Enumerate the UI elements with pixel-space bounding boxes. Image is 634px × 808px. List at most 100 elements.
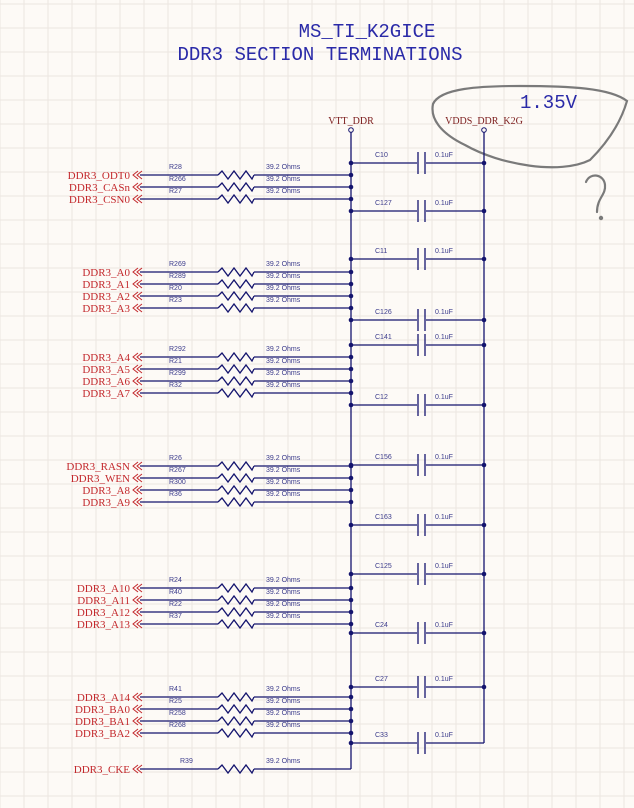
resistor-row[interactable]: DDR3_CSN0 R27 39.2 Ohms: [69, 188, 354, 206]
net-label[interactable]: DDR3_A1: [82, 279, 130, 291]
net-label[interactable]: DDR3_BA1: [75, 716, 130, 728]
port-arrow-icon: [132, 704, 143, 714]
port-arrow-icon: [132, 291, 143, 301]
port-arrow-icon: [132, 497, 143, 507]
junction-dot: [348, 730, 354, 736]
junction-dot: [348, 718, 354, 724]
net-label[interactable]: DDR3_RASN: [66, 461, 130, 473]
junction-dot: [481, 630, 487, 636]
junction-dot: [481, 160, 487, 166]
net-label[interactable]: DDR3_A3: [82, 303, 130, 315]
junction-dot: [481, 208, 487, 214]
junction-dot: [348, 462, 354, 468]
net-label[interactable]: DDR3_A13: [77, 619, 131, 631]
net-label[interactable]: DDR3_A5: [82, 364, 130, 376]
port-arrow-icon: [132, 595, 143, 605]
port-arrow-icon: [132, 619, 143, 629]
port-arrow-icon: [132, 388, 143, 398]
net-label[interactable]: DDR3_A0: [82, 267, 130, 279]
resistor-ref: R27: [169, 188, 182, 195]
net-label[interactable]: DDR3_CSN0: [69, 194, 131, 206]
vdds-power-port-icon[interactable]: [481, 127, 487, 133]
net-label[interactable]: DDR3_A12: [77, 607, 130, 619]
junction-dot: [348, 390, 354, 396]
net-label[interactable]: DDR3_CKE: [74, 764, 131, 776]
capacitor-value: 0.1uF: [435, 248, 453, 255]
resistor-value: 39.2 Ohms: [266, 686, 301, 693]
resistor-value: 39.2 Ohms: [266, 758, 301, 765]
port-arrow-icon: [132, 607, 143, 617]
junction-dot: [348, 522, 354, 528]
resistor-ref: R26: [169, 455, 182, 462]
junction-dot: [348, 160, 354, 166]
capacitor-value: 0.1uF: [435, 334, 453, 341]
junction-dot: [348, 706, 354, 712]
port-arrow-icon: [132, 364, 143, 374]
net-label[interactable]: DDR3_BA0: [75, 704, 131, 716]
net-label[interactable]: DDR3_A14: [77, 692, 131, 704]
net-label[interactable]: DDR3_A2: [82, 291, 130, 303]
net-label[interactable]: DDR3_A9: [82, 497, 130, 509]
net-label[interactable]: DDR3_A6: [82, 376, 130, 388]
capacitor-value: 0.1uF: [435, 152, 453, 159]
resistor-zigzag-icon: [217, 351, 255, 363]
voltage-note: 1.35V: [520, 92, 578, 114]
net-label[interactable]: DDR3_A11: [77, 595, 130, 607]
resistor-ref: R21: [169, 358, 182, 365]
resistor-ref: R37: [169, 613, 182, 620]
net-label[interactable]: DDR3_BA2: [75, 728, 130, 740]
net-label[interactable]: DDR3_A8: [82, 485, 130, 497]
net-label[interactable]: DDR3_A7: [82, 388, 130, 400]
resistor-zigzag-icon: [217, 302, 255, 314]
vtt-power-port-icon[interactable]: [348, 127, 354, 133]
net-label[interactable]: DDR3_A10: [77, 583, 131, 595]
resistor-zigzag-icon: [217, 594, 255, 606]
resistor-zigzag-icon: [217, 278, 255, 290]
net-label[interactable]: DDR3_ODT0: [68, 170, 131, 182]
net-label[interactable]: DDR3_WEN: [71, 473, 130, 485]
resistor-ref: R20: [169, 285, 182, 292]
port-arrow-icon: [132, 728, 143, 738]
net-label[interactable]: DDR3_A4: [82, 352, 130, 364]
resistor-row[interactable]: DDR3_RASN R26 39.2 Ohms: [66, 455, 354, 473]
resistor-zigzag-icon: [217, 496, 255, 508]
net-label[interactable]: DDR3_CASn: [69, 182, 131, 194]
resistor-value: 39.2 Ohms: [266, 188, 301, 195]
resistor-value: 39.2 Ohms: [266, 455, 301, 462]
